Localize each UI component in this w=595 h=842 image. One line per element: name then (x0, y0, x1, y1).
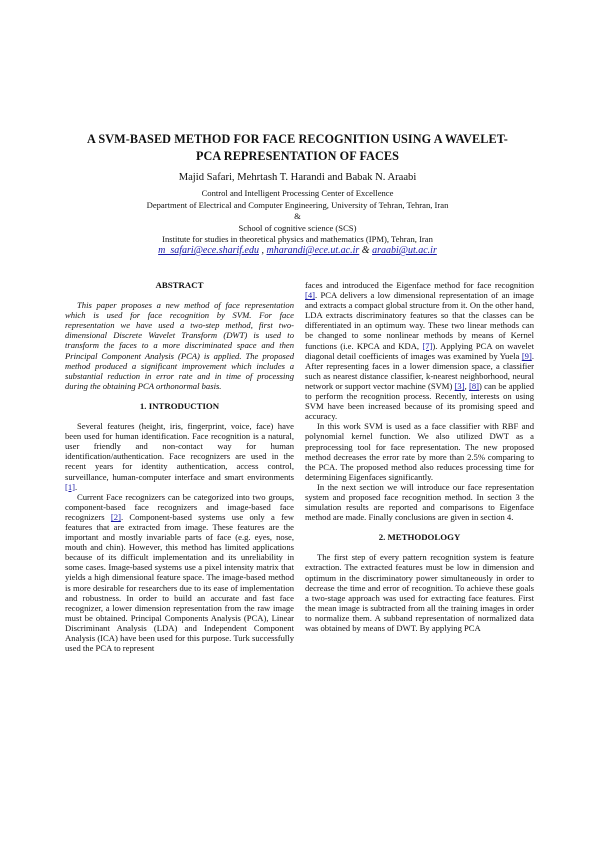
right-column: faces and introduced the Eigenface metho… (305, 280, 534, 633)
affiliation-2: Department of Electrical and Computer En… (146, 200, 449, 210)
abstract-text: This paper proposes a new method of face… (65, 300, 294, 391)
affiliation-4: Institute for studies in theoretical phy… (162, 234, 433, 244)
intro-p1-text: Several features (height, iris, fingerpr… (65, 421, 294, 482)
right-paragraph-2: In this work SVM is used as a face class… (305, 421, 534, 482)
title-line-2: PCA REPRESENTATION OF FACES (195, 149, 400, 163)
title-line-1: A SVM-BASED METHOD FOR FACE RECOGNITION … (87, 132, 508, 146)
methodology-paragraph-1: The first step of every pattern recognit… (305, 552, 534, 633)
email-separator-2: & (359, 245, 373, 256)
affiliation-3: School of cognitive science (SCS) (238, 223, 357, 233)
introduction-heading: 1. INTRODUCTION (139, 400, 220, 411)
affiliation-ampersand: & (294, 211, 301, 221)
paper-title: A SVM-BASED METHOD FOR FACE RECOGNITION … (40, 131, 555, 165)
methodology-heading: 2. METHODOLOGY (378, 532, 461, 543)
email-separator-1: , (259, 245, 267, 256)
right-paragraph-1: faces and introduced the Eigenface metho… (305, 280, 534, 421)
intro-p2-text-b: . Component-based systems use only a few… (65, 511, 294, 654)
citation-8[interactable]: [8] (469, 380, 480, 391)
citation-4[interactable]: [4] (305, 290, 316, 301)
email-link-3[interactable]: araabi@ut.ac.ir (372, 245, 437, 256)
intro-paragraph-2: Current Face recognizers can be categori… (65, 492, 294, 654)
right-paragraph-3: In the next section we will introduce ou… (305, 481, 534, 523)
email-line: m_safari@ece.sharif.edu , mharandi@ece.u… (0, 245, 595, 256)
intro-p1-end: . (75, 481, 78, 492)
abstract-heading: ABSTRACT (155, 280, 204, 290)
right-p1-text-b: . PCA delivers a low dimensional represe… (305, 290, 534, 351)
intro-paragraph-1: Several features (height, iris, fingerpr… (65, 421, 294, 492)
right-p1-text-e: , (464, 380, 469, 391)
right-p1-text-d: . After representing faces in a lower di… (305, 350, 534, 391)
authors: Majid Safari, Mehrtash T. Harandi and Ba… (178, 172, 417, 183)
citation-3[interactable]: [3] (454, 380, 465, 391)
intro-p2-text-a: Current Face recognizers can be categori… (65, 491, 294, 522)
citation-7[interactable]: [7] (422, 340, 433, 351)
left-column: ABSTRACT This paper proposes a new metho… (65, 280, 294, 653)
right-p1-text-c: ). Applying PCA on wavelet diagonal deta… (305, 340, 534, 361)
citation-2[interactable]: [2] (110, 511, 121, 522)
right-p1-text-f: ) can be applied to perform the recognit… (305, 380, 534, 422)
email-link-1[interactable]: m_safari@ece.sharif.edu (158, 245, 259, 256)
right-p1-text-a: faces and introduced the Eigenface metho… (305, 280, 534, 290)
citation-1[interactable]: [1] (65, 481, 76, 492)
email-link-2[interactable]: mharandi@ece.ut.ac.ir (266, 245, 360, 256)
affiliation-1: Control and Intelligent Processing Cente… (201, 188, 394, 198)
citation-9[interactable]: [9] (521, 350, 532, 361)
